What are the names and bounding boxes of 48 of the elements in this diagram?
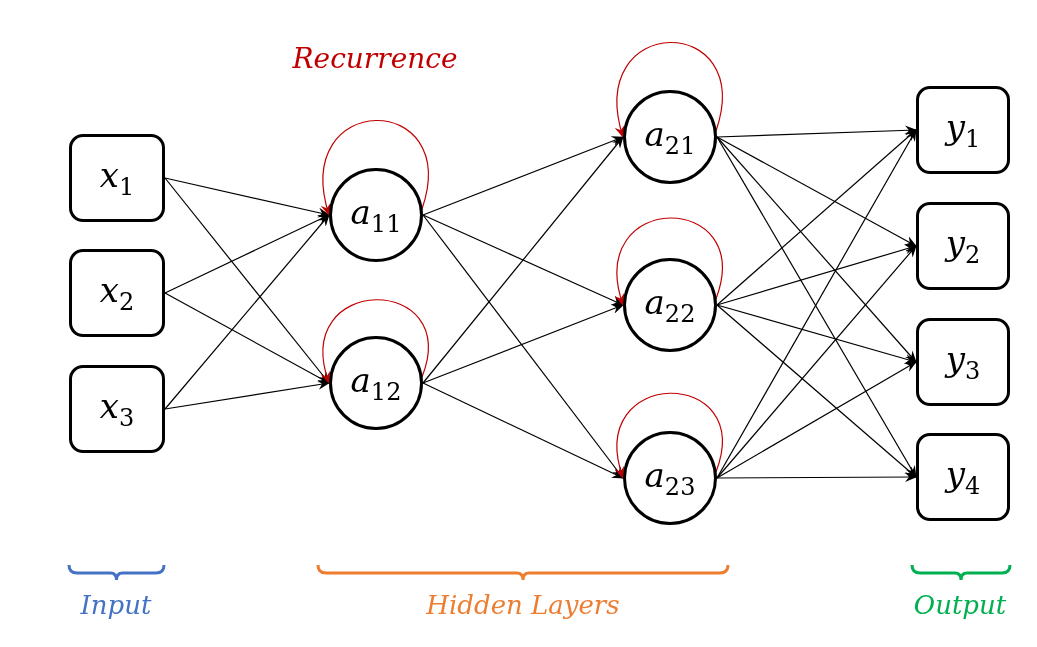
arrow <box>716 125 917 138</box>
arrow <box>164 292 330 384</box>
recurrence-loop <box>615 217 723 306</box>
arrow <box>422 214 624 306</box>
unit-box <box>916 202 1010 290</box>
arrow <box>716 304 917 364</box>
arrow <box>422 382 624 479</box>
unit-box <box>69 249 165 337</box>
layer-label: Output <box>913 590 1007 620</box>
node-label: x$_{1}$ <box>99 155 135 201</box>
unit-box <box>916 433 1010 521</box>
node-label: a$_{21}$ <box>644 114 696 160</box>
arrow <box>164 379 330 410</box>
node-label: x$_{3}$ <box>99 386 135 432</box>
unit-box <box>916 86 1010 174</box>
arrow <box>716 472 917 483</box>
layer-label: Hidden Layers <box>426 590 620 620</box>
unit-box <box>916 318 1010 406</box>
node-label: y$_{3}$ <box>945 339 981 385</box>
arrow <box>164 214 330 294</box>
arrow <box>716 244 917 306</box>
recurrence-loop <box>321 299 429 384</box>
recurrence-loop <box>615 392 723 479</box>
unit-box <box>69 365 165 453</box>
node-label: a$_{23}$ <box>644 455 696 501</box>
arrow <box>716 136 917 247</box>
annotation-label: Recurrence <box>292 42 458 75</box>
arrow <box>716 129 917 306</box>
node-label: a$_{11}$ <box>350 192 402 238</box>
node-label: y$_{1}$ <box>945 107 981 153</box>
node-label: x$_{2}$ <box>99 270 135 316</box>
arrow <box>716 136 917 363</box>
arrow <box>422 304 624 384</box>
node-label: y$_{2}$ <box>945 223 981 269</box>
arrow <box>716 304 917 478</box>
unit-box <box>69 134 165 222</box>
recurrence-loop <box>615 41 723 138</box>
node-label: y$_{4}$ <box>945 454 981 500</box>
arrow <box>164 214 330 410</box>
arrow <box>422 136 624 216</box>
arrow <box>422 136 624 384</box>
arrow <box>164 177 330 218</box>
node-label: a$_{22}$ <box>644 282 696 328</box>
arrow <box>716 361 917 479</box>
layer-label: Input <box>80 590 152 620</box>
node-label: a$_{12}$ <box>350 360 402 406</box>
recurrence-loop <box>321 119 429 216</box>
arrow <box>716 245 917 479</box>
